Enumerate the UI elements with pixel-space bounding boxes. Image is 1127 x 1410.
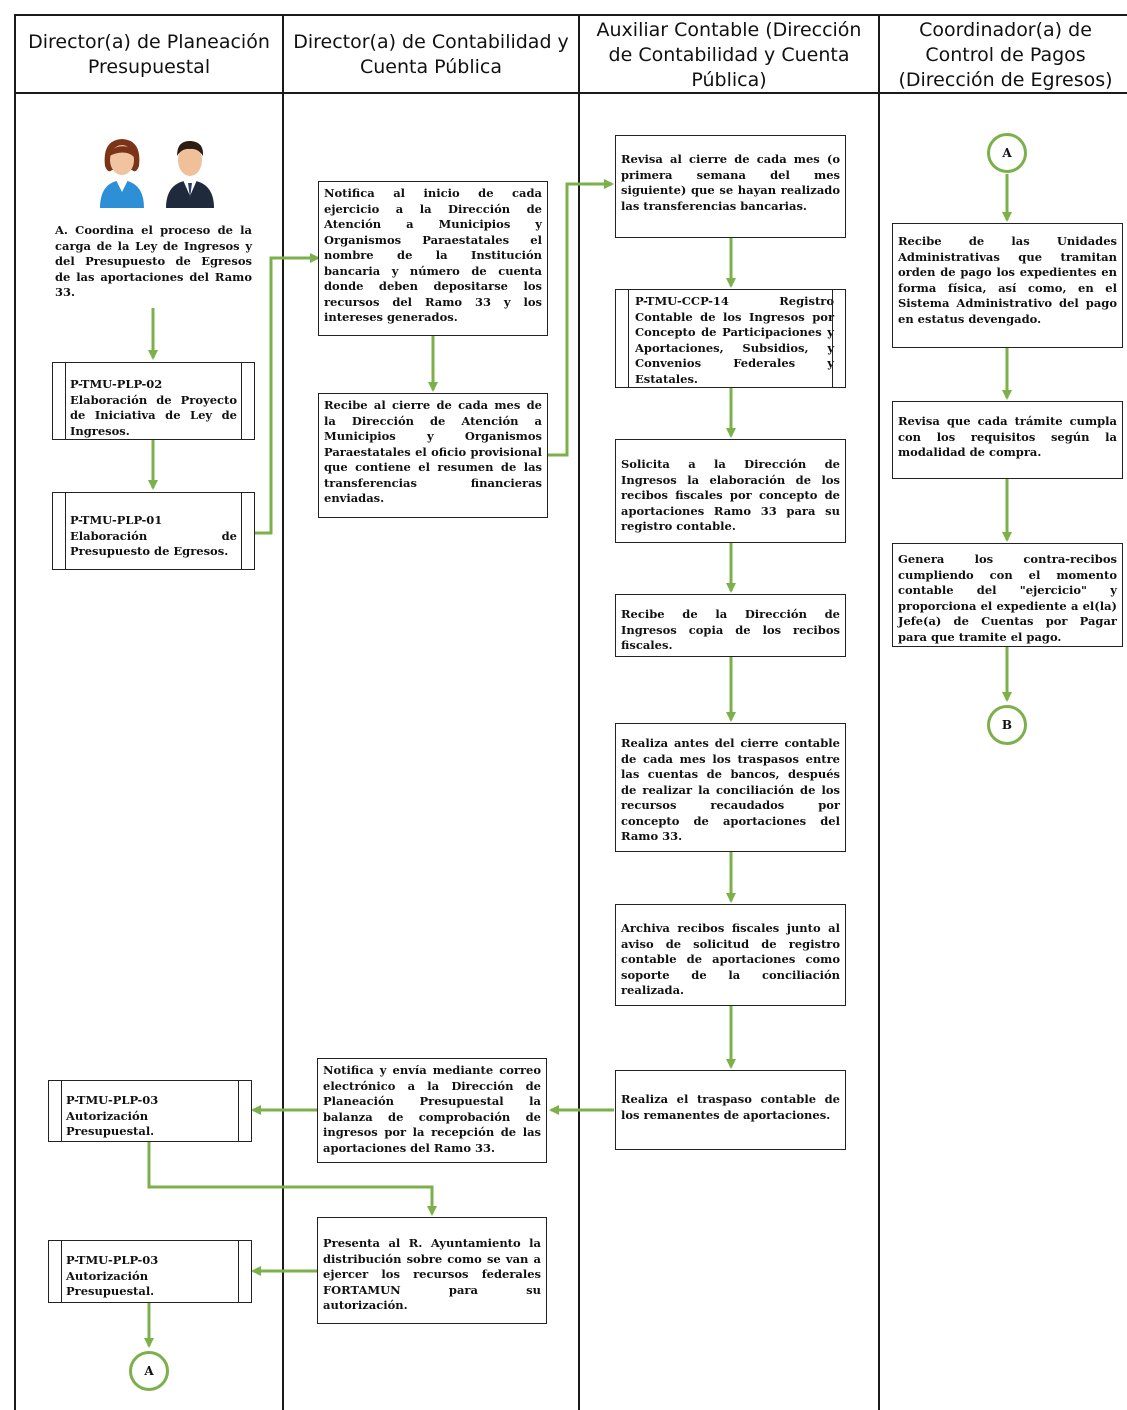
male-user-icon (160, 136, 220, 208)
solicita-box: Solicita a la Dirección de Ingresos la e… (615, 439, 846, 543)
process-plp-03-second-label: P-TMU-PLP-03 Autorización Presupuestal. (66, 1253, 159, 1298)
process-plp-03-second: P-TMU-PLP-03 Autorización Presupuestal. (48, 1240, 252, 1303)
process-plp-02: P-TMU-PLP-02 Elaboración de Proyecto de … (52, 362, 255, 440)
arrow-recibe-to-revisa (548, 179, 614, 457)
notifica-inicio-box: Notifica al inicio de cada ejercicio a l… (318, 181, 548, 336)
process-plp-02-label: P-TMU-PLP-02 Elaboración de Proyecto de … (70, 377, 237, 438)
female-user-icon (92, 134, 152, 208)
recibe-expedientes-box: Recibe de las Unidades Administrativas q… (892, 223, 1123, 348)
recibe-copia-box: Recibe de la Dirección de Ingresos copia… (615, 594, 846, 657)
process-ccp-14: P-TMU-CCP-14 Registro Contable de los In… (615, 289, 846, 388)
lane-divider-1 (282, 14, 284, 1410)
header-divider (14, 92, 1127, 94)
revisa-tramite-box: Revisa que cada trámite cumpla con los r… (892, 401, 1123, 479)
connector-a-top: A (987, 133, 1027, 173)
lane-header-planeacion: Director(a) de Planeación Presupuestal (28, 31, 270, 78)
arrow-plp01-to-notifica (255, 253, 320, 535)
lane-header-auxiliar: Auxiliar Contable (Dirección de Contabil… (596, 18, 862, 91)
lane-header-coordinador: Coordinador(a) de Control de Pagos (Dire… (898, 18, 1113, 91)
archiva-box: Archiva recibos fiscales junto al aviso … (615, 904, 846, 1006)
lane-header-contabilidad: Director(a) de Contabilidad y Cuenta Púb… (293, 31, 569, 78)
recibe-cierre-box: Recibe al cierre de cada mes de la Direc… (318, 393, 548, 518)
process-plp-01: P-TMU-PLP-01 Elaboración de Presupuesto … (52, 492, 255, 570)
notifica-envia-box: Notifica y envía mediante correo electró… (317, 1058, 547, 1163)
arrow-plp03a-to-presenta (147, 1142, 437, 1216)
lane-divider-3 (878, 14, 880, 1410)
realiza-traspaso-box: Realiza el traspaso contable de los rema… (615, 1070, 846, 1150)
process-ccp-14-label: P-TMU-CCP-14 Registro Contable de los In… (635, 294, 834, 386)
process-plp-03-first: P-TMU-PLP-03 Autorización Presupuestal. (48, 1080, 252, 1142)
presenta-box: Presenta al R. Ayuntamiento la distribuc… (317, 1217, 547, 1324)
genera-contrarecibos-box: Genera los contra-recibos cumpliendo con… (892, 543, 1123, 647)
lane-divider-2 (578, 14, 580, 1410)
intro-text: A. Coordina el proceso de la carga de la… (55, 223, 252, 299)
revisa-cierre-box: Revisa al cierre de cada mes (o primera … (615, 135, 846, 238)
swimlane-frame (14, 14, 1127, 1410)
process-plp-01-label: P-TMU-PLP-01 Elaboración de Presupuesto … (70, 513, 237, 558)
connector-b: B (987, 705, 1027, 745)
realiza-antes-box: Realiza antes del cierre contable de cad… (615, 723, 846, 852)
connector-a-bottom: A (129, 1351, 169, 1391)
process-plp-03-first-label: P-TMU-PLP-03 Autorización Presupuestal. (66, 1093, 159, 1138)
